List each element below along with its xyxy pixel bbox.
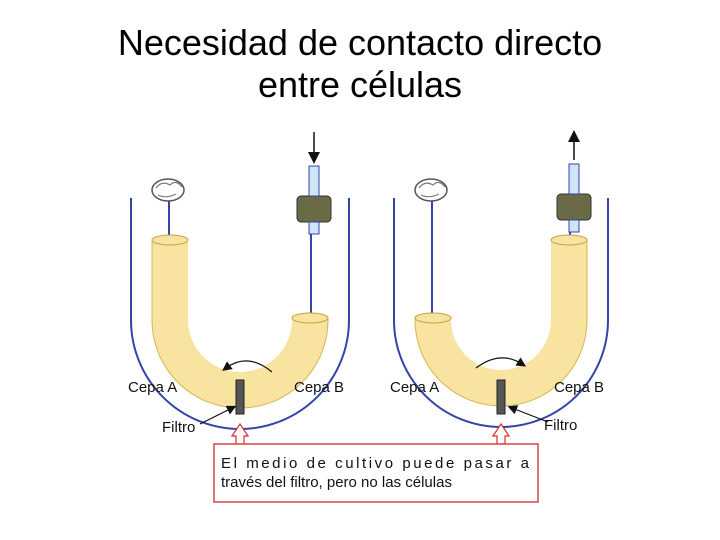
right-meniscus-a: [414, 312, 452, 324]
left-meniscus-a: [151, 234, 189, 246]
right-stopper-icon: [556, 163, 592, 233]
left-u-tube: Cepa A Cepa B Filtro: [128, 132, 350, 436]
left-label-filtro: Filtro: [162, 419, 195, 436]
left-culture-medium: [152, 240, 328, 408]
left-stopper-icon: [296, 165, 332, 235]
left-cotton-plug-icon: [151, 178, 185, 202]
right-cotton-plug-icon: [414, 178, 448, 202]
left-label-cepa-b: Cepa B: [294, 379, 344, 396]
left-filter-pointer-icon: [199, 405, 237, 425]
title-line-2: entre células: [257, 64, 463, 105]
right-filter-pointer-icon: [507, 405, 549, 423]
page-title: Necesidad de contacto directo entre célu…: [0, 22, 720, 106]
title-line-1: Necesidad de contacto directo: [117, 22, 603, 63]
right-label-filtro: Filtro: [544, 417, 577, 434]
note-callout: El medio de cultivo puede pasar a través…: [213, 422, 539, 503]
right-label-cepa-a: Cepa A: [390, 379, 439, 396]
right-meniscus-b: [550, 234, 588, 246]
left-flow-arrow-icon: [222, 360, 273, 373]
note-line-2: través del filtro, pero no las células: [221, 474, 452, 491]
left-filter: [235, 379, 245, 415]
left-meniscus-b: [291, 312, 329, 324]
right-culture-medium: [415, 240, 587, 406]
right-flow-arrow-icon: [475, 357, 527, 369]
left-label-cepa-a: Cepa A: [128, 379, 177, 396]
right-u-tube: Cepa A Cepa B Filtro: [390, 130, 609, 434]
right-label-cepa-b: Cepa B: [554, 379, 604, 396]
right-filter: [496, 379, 506, 415]
note-box: [213, 443, 539, 503]
